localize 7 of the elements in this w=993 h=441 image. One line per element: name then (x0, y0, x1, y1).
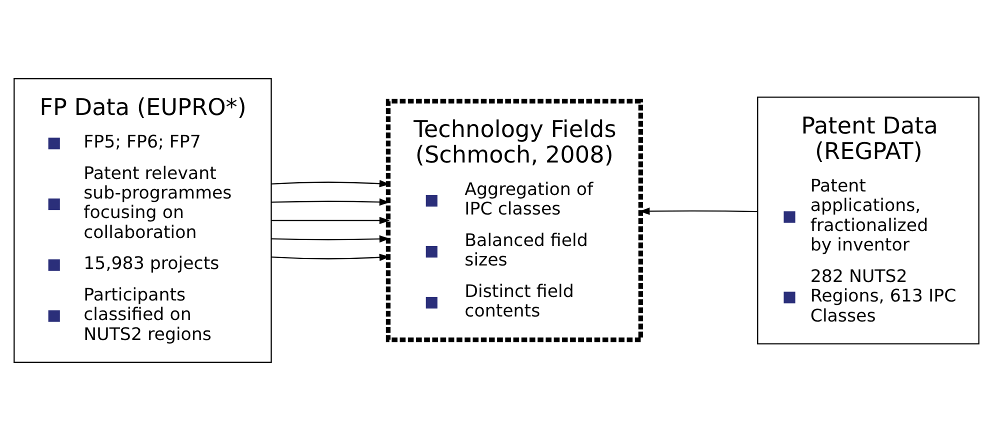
node-box: Technology Fields (Schmoch, 2008) Aggregation of IPC classes Balanced field sizes Distinct field contents (386, 98, 643, 342)
arrow (272, 216, 390, 224)
arrow (639, 208, 758, 215)
node-box: Patent Data (REGPAT) Patent applications, fractionalized by inventor 282 NUTS2 Regions, 613 IPC Classes (757, 96, 980, 344)
arrow (272, 198, 390, 206)
node-box: FP Data (EUPRO*) FP5; FP6; FP7 Patent relevant sub-programmes focusing on collaboration 15,983 projects Participants classified on NUTS2 regions (14, 78, 272, 363)
arrow (272, 235, 390, 243)
